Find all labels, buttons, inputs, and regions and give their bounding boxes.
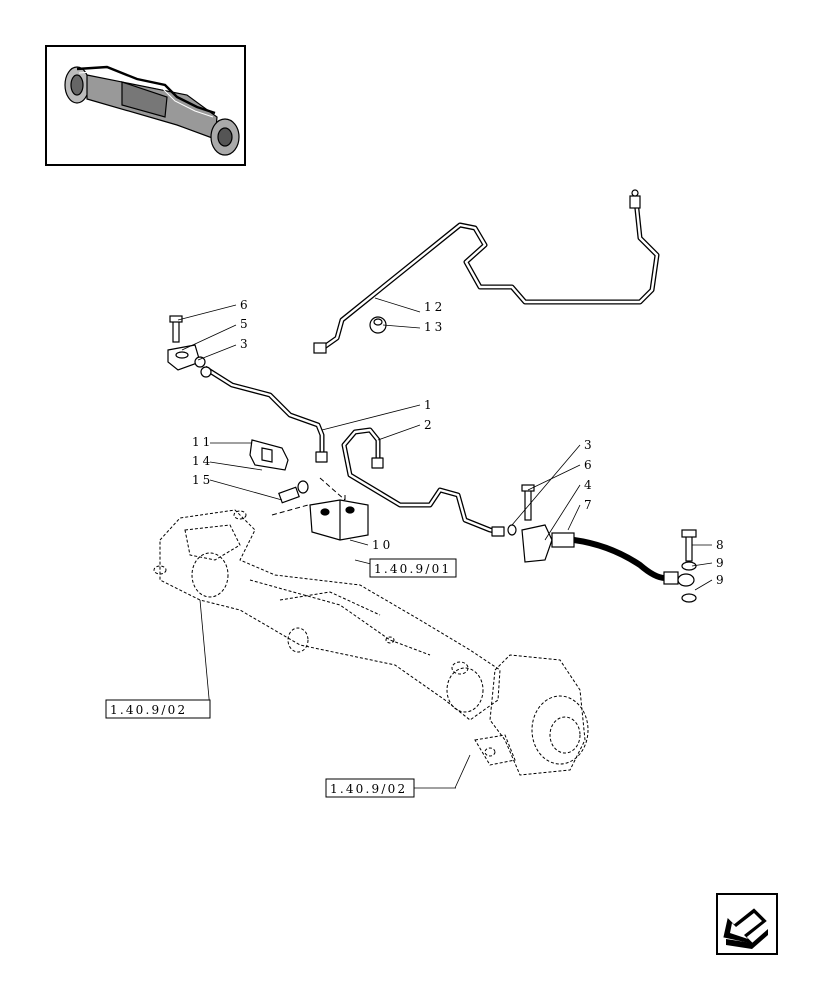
bracket-right[interactable] [507,484,553,563]
banjo-8-9[interactable] [677,529,697,603]
callout-6-upper: 6 [240,298,251,312]
callout-10: 10 [372,538,393,552]
leader-lines [177,297,713,789]
callout-1: 1 [424,398,435,412]
callout-9-upper: 9 [716,556,727,570]
callout-3-upper: 3 [240,337,251,351]
callout-12: 12 [424,300,445,314]
callout-14: 14 [192,454,213,468]
axle-housing [153,509,501,721]
callout-8: 8 [716,538,727,552]
reference-axle-body[interactable]: 1.40.9/01 [369,558,457,578]
back-arrow-icon [723,908,768,949]
pipe-12[interactable] [313,189,660,354]
hub-right [474,654,589,776]
callout-15: 15 [192,473,213,487]
reference-axle-body-label: 1.40.9/01 [374,562,451,576]
pipe-1[interactable] [203,365,328,463]
pipe-2[interactable] [341,427,505,537]
callout-6-lower: 6 [584,458,595,472]
callout-9-lower: 9 [716,573,727,587]
reference-right-hub[interactable]: 1.40.9/02 [325,778,456,798]
callout-7: 7 [584,498,595,512]
hose-7[interactable] [551,532,679,585]
callout-13: 13 [424,320,445,334]
clamp-11[interactable] [249,439,289,471]
callout-2: 2 [424,418,435,432]
bolt-15[interactable] [278,480,309,504]
callout-3-lower: 3 [584,438,595,452]
back-navigation-button[interactable] [716,893,778,955]
reference-left-hub[interactable]: 1.40.9/02 [105,699,211,719]
bracket-left[interactable] [167,315,212,378]
callout-4: 4 [584,478,595,492]
callout-11: 11 [192,435,213,449]
block-10[interactable] [309,499,369,541]
reference-left-hub-label: 1.40.9/02 [110,703,187,717]
reference-right-hub-label: 1.40.9/02 [330,782,407,796]
callout-labels: 6 5 3 12 13 1 2 11 14 15 10 3 6 4 7 8 9 … [192,298,727,587]
overview-thumbnail [45,45,246,166]
callout-5: 5 [240,317,251,331]
axle-assembly-thumbnail-icon [64,65,240,156]
